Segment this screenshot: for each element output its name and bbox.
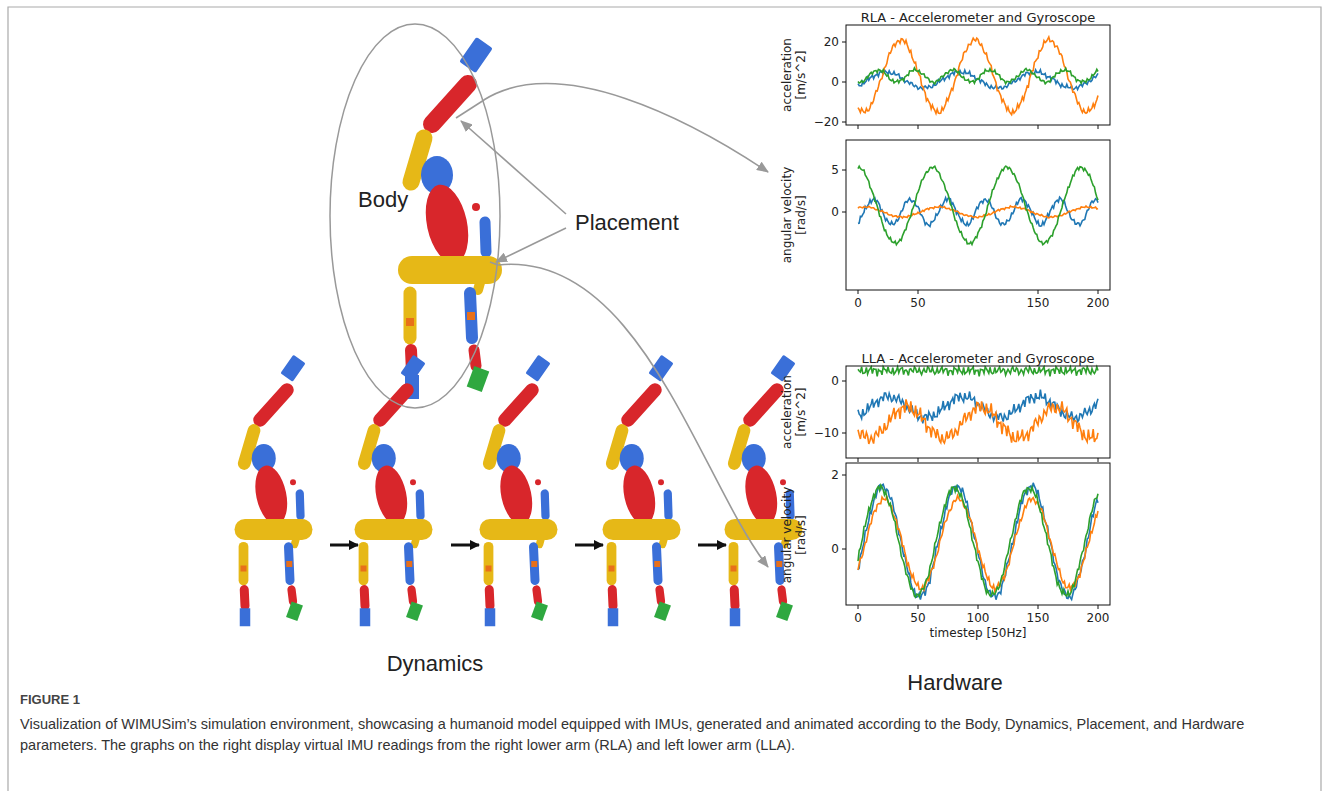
tick	[858, 458, 859, 462]
tick-label: 20	[824, 35, 839, 49]
big-label: Placement	[575, 210, 679, 236]
big-label: Dynamics	[387, 651, 484, 677]
tick	[918, 290, 919, 294]
tick-label: 0	[831, 374, 839, 388]
curved-arrow	[498, 264, 768, 567]
signal-line	[858, 485, 1098, 597]
tick	[842, 549, 846, 550]
tick-label: 5	[831, 163, 839, 177]
tick-label: −10	[814, 426, 839, 440]
tick-label: 150	[1027, 611, 1050, 625]
tick	[918, 605, 919, 609]
node-text: Body	[358, 187, 408, 213]
ellipse-outline	[330, 24, 500, 408]
plot-frame	[846, 140, 1110, 290]
signal-line	[858, 37, 1098, 115]
plot-axes	[842, 140, 1110, 294]
ellipse-outline	[329, 23, 501, 409]
signal-line	[858, 197, 1098, 226]
dynamics-sequence	[240, 355, 796, 627]
tick	[1038, 605, 1039, 609]
placement-leaders	[456, 100, 566, 265]
plot-frame	[846, 463, 1110, 605]
tick	[1098, 290, 1099, 294]
imu-plots	[842, 25, 1110, 609]
tick-label: 50	[910, 611, 925, 625]
plot-axes	[842, 463, 1110, 609]
tick-label: 150	[1027, 296, 1050, 310]
signal-line	[858, 68, 1098, 84]
axis-label: angular velocity [rad/s]	[781, 480, 809, 590]
plot-axes	[842, 25, 1110, 129]
tick	[858, 125, 859, 129]
tick	[842, 381, 846, 382]
signal-line	[858, 496, 1098, 592]
signal-line	[858, 70, 1098, 90]
curved-arrow	[484, 84, 768, 172]
tick	[842, 42, 846, 43]
tick	[1038, 125, 1039, 129]
tick	[978, 458, 979, 462]
tick-label: −20	[814, 115, 839, 129]
tick-label: 2	[831, 468, 839, 482]
tick-label: 200	[1087, 611, 1110, 625]
tick-label: 0	[831, 542, 839, 556]
node-text: RLA - Accelerometer and Gyroscope	[861, 10, 1096, 25]
axis-label: angular velocity [rad/s]	[781, 160, 809, 270]
tick	[1038, 290, 1039, 294]
axis-label: acceleration [m/s^2]	[781, 20, 809, 130]
tick	[918, 458, 919, 462]
tick	[858, 290, 859, 294]
axis-label: acceleration [m/s^2]	[781, 357, 809, 467]
chart-group: LLA - Accelerometer and Gyroscope	[770, 347, 1125, 637]
tick-label: 0	[854, 611, 862, 625]
tick-label: 0	[831, 205, 839, 219]
plot-axes	[842, 366, 1110, 462]
tick	[978, 605, 979, 609]
tick	[842, 122, 846, 123]
node-text: LLA - Accelerometer and Gyroscope	[862, 351, 1095, 366]
tick	[858, 605, 859, 609]
chart-group: RLA - Accelerometer and Gyroscope	[770, 6, 1125, 306]
tick	[842, 212, 846, 213]
tick-label: 0	[854, 296, 862, 310]
figure-caption: Visualization of WIMUSim’s simulation en…	[20, 714, 1305, 756]
signal-line	[858, 367, 1098, 376]
big-label: Hardware	[907, 670, 1002, 696]
tick	[1038, 458, 1039, 462]
plot-frame	[846, 25, 1110, 125]
tick-label: 100	[967, 611, 990, 625]
tick	[842, 433, 846, 434]
tick	[1098, 125, 1099, 129]
tick	[1098, 605, 1099, 609]
axis-label: timestep [50Hz]	[930, 626, 1027, 640]
plot-frame	[846, 366, 1110, 458]
tick	[842, 170, 846, 171]
signal-line	[858, 399, 1098, 444]
tick-label: 200	[1087, 296, 1110, 310]
tick-label: 50	[910, 296, 925, 310]
signal-line	[858, 166, 1098, 245]
tick	[918, 125, 919, 129]
figure-title: FIGURE 1	[20, 692, 80, 707]
tick	[842, 475, 846, 476]
tick	[842, 82, 846, 83]
signal-line	[858, 483, 1098, 600]
body-ellipse: Body	[329, 23, 501, 409]
tick-label: 0	[831, 75, 839, 89]
tick	[1098, 458, 1099, 462]
figure-frame	[8, 7, 1321, 791]
